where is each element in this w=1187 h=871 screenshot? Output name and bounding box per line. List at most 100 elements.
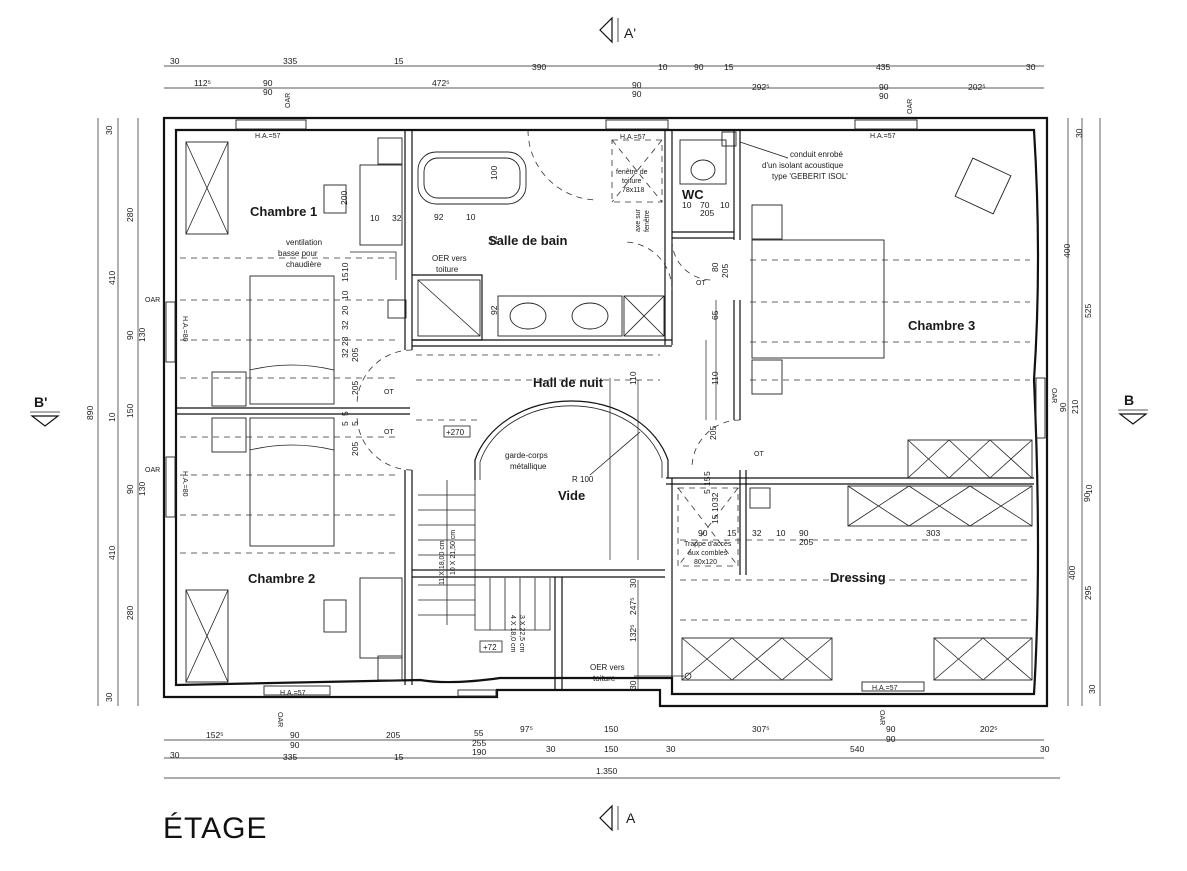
svg-text:30: 30 xyxy=(1074,128,1084,138)
svg-text:152⁵: 152⁵ xyxy=(206,730,224,740)
svg-text:540: 540 xyxy=(850,744,864,754)
svg-text:32: 32 xyxy=(710,492,720,502)
svg-text:210: 210 xyxy=(1070,400,1080,414)
window-label-ha57-chambre3: H.A.=57 xyxy=(870,133,896,140)
svg-text:205: 205 xyxy=(720,264,730,278)
svg-text:200: 200 xyxy=(339,191,349,205)
note-garde-corps-1: garde-corps xyxy=(505,451,548,460)
svg-text:205: 205 xyxy=(700,208,714,218)
svg-text:30: 30 xyxy=(628,680,638,690)
section-mark-right: B xyxy=(1118,392,1148,425)
room-label-chambre2: Chambre 2 xyxy=(248,571,315,586)
note-ventilation-2: basse pour xyxy=(278,249,318,258)
dimensions-interior: 10 32 92 10 92 100 92 10 70 10 205 110 1… xyxy=(339,166,1092,690)
svg-text:400: 400 xyxy=(1067,566,1077,580)
doors: OT OT OT OT xyxy=(356,129,764,471)
svg-text:10: 10 xyxy=(370,213,380,223)
svg-text:10: 10 xyxy=(776,528,786,538)
note-ventilation-1: ventilation xyxy=(286,238,322,247)
svg-text:20: 20 xyxy=(340,305,350,315)
svg-text:15: 15 xyxy=(702,476,712,486)
svg-text:90: 90 xyxy=(698,528,708,538)
svg-text:335: 335 xyxy=(283,56,297,66)
svg-text:130: 130 xyxy=(137,328,147,342)
svg-text:15: 15 xyxy=(394,56,404,66)
section-label-bottom: A xyxy=(626,810,636,826)
svg-text:280: 280 xyxy=(125,606,135,620)
dimensions-top: 30 335 15 390 10 90 15 435 30 112⁵ 90 47… xyxy=(170,56,1036,101)
svg-text:32: 32 xyxy=(392,213,402,223)
window-label-ha57-sdb: H.A.=57 xyxy=(620,134,646,141)
note-stairs-2: 10 X 21,50 cm xyxy=(450,530,457,575)
svg-text:30: 30 xyxy=(170,750,180,760)
svg-text:15: 15 xyxy=(727,528,737,538)
note-axe-2: fenêtre xyxy=(644,210,651,232)
window-label-ha80-chambre1: H.A.=80 xyxy=(181,316,188,342)
dimensions-bottom: 152⁵ 90 205 55 97⁵ 150 307⁵ 90 202⁵ 90 2… xyxy=(170,724,1050,776)
wardrobe-chambre3 xyxy=(907,439,1033,479)
window-label-ha57-chambre1: H.A.=57 xyxy=(255,133,281,140)
svg-text:205: 205 xyxy=(350,442,360,456)
svg-text:32: 32 xyxy=(340,348,350,358)
room-label-vide: Vide xyxy=(558,488,585,503)
svg-text:30: 30 xyxy=(1087,684,1097,694)
door-label-ot-2: OT xyxy=(384,429,394,436)
svg-text:92: 92 xyxy=(434,212,444,222)
svg-text:202⁵: 202⁵ xyxy=(980,724,998,734)
svg-text:472⁵: 472⁵ xyxy=(432,78,450,88)
svg-text:15: 15 xyxy=(710,514,720,524)
room-label-salle-de-bain: Salle de bain xyxy=(488,233,568,248)
vanity xyxy=(497,295,623,337)
svg-text:10: 10 xyxy=(340,262,350,272)
svg-text:150: 150 xyxy=(604,744,618,754)
svg-text:90: 90 xyxy=(694,62,704,72)
svg-text:150: 150 xyxy=(125,404,135,418)
section-label-right: B xyxy=(1124,392,1134,408)
svg-text:90: 90 xyxy=(1058,402,1068,412)
door-label-ot-1: OT xyxy=(384,389,394,396)
svg-text:205: 205 xyxy=(799,537,813,547)
note-trappe-1: Trappe d'accès xyxy=(684,541,732,548)
section-mark-bottom: A xyxy=(599,804,636,832)
toilet xyxy=(679,139,727,185)
svg-text:10: 10 xyxy=(340,290,350,300)
svg-text:525: 525 xyxy=(1083,304,1093,318)
note-stairs-4: 3 X 22,5 cm xyxy=(518,615,525,653)
svg-text:247⁵: 247⁵ xyxy=(628,597,638,615)
window-label-oar-bottom-left: OAR xyxy=(276,712,283,727)
desk-chambre1 xyxy=(359,164,403,246)
svg-text:5: 5 xyxy=(702,471,712,476)
window-label-ha57-chambre2: H.A.=57 xyxy=(280,690,306,697)
windows xyxy=(165,119,1046,697)
svg-text:90: 90 xyxy=(125,330,135,340)
wardrobe-chambre2 xyxy=(185,589,229,683)
window-label-ha80-chambre2: H.A.=80 xyxy=(181,471,188,497)
svg-text:32: 32 xyxy=(340,320,350,330)
svg-text:30: 30 xyxy=(1040,744,1050,754)
svg-text:90: 90 xyxy=(879,91,889,101)
svg-text:90: 90 xyxy=(263,78,273,88)
svg-text:90: 90 xyxy=(886,734,896,744)
door-label-ot-3: OT xyxy=(696,280,706,287)
svg-text:400: 400 xyxy=(1062,244,1072,258)
note-conduit-2: d'un isolant acoustique xyxy=(762,161,844,170)
note-axe-1: axe sur xyxy=(635,208,642,232)
svg-text:307⁵: 307⁵ xyxy=(752,724,770,734)
page-title: ÉTAGE xyxy=(163,812,268,845)
svg-text:202⁵: 202⁵ xyxy=(968,82,986,92)
svg-text:30: 30 xyxy=(170,56,180,66)
svg-text:90: 90 xyxy=(125,484,135,494)
dressing-cabinet-top xyxy=(847,485,1033,527)
window-label-oar-left-2: OAR xyxy=(145,467,160,474)
chair-chambre1 xyxy=(323,184,347,214)
note-garde-corps-2: métallique xyxy=(510,462,547,471)
svg-text:90: 90 xyxy=(632,89,642,99)
svg-text:32: 32 xyxy=(752,528,762,538)
svg-text:90: 90 xyxy=(1082,492,1092,502)
note-oer-bottom-1: OER vers xyxy=(590,663,625,672)
window-label-oar-bottom-right: OAR xyxy=(878,710,885,725)
shower xyxy=(417,279,481,337)
svg-text:90: 90 xyxy=(632,80,642,90)
room-label-chambre3: Chambre 3 xyxy=(908,318,975,333)
